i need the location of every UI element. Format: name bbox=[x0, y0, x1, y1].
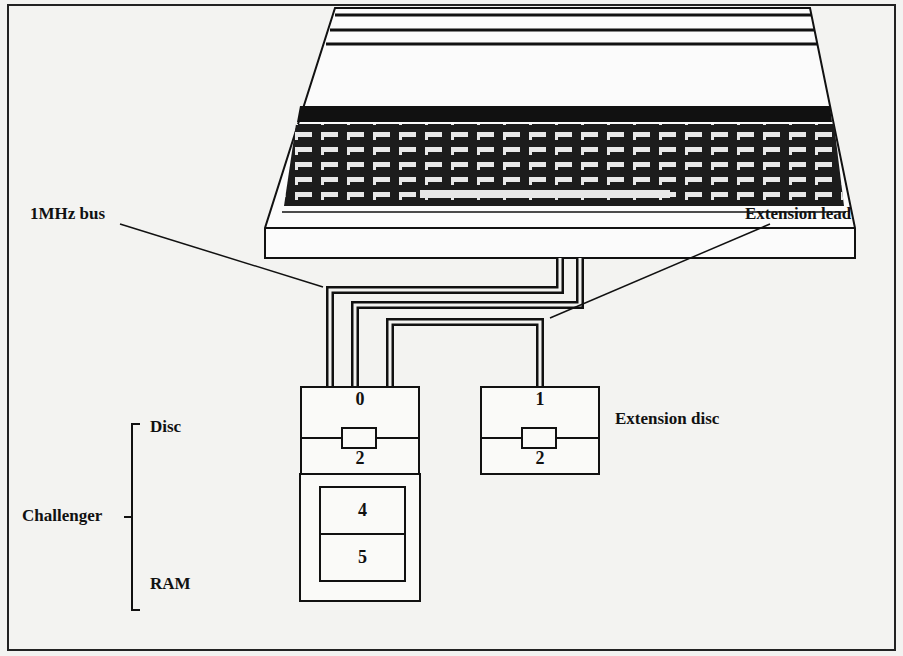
node-number: 5 bbox=[358, 548, 367, 568]
ram-divider bbox=[320, 533, 405, 535]
part-label: 1MHz bus bbox=[30, 205, 105, 224]
frame bbox=[8, 5, 895, 650]
part-label: RAM bbox=[150, 575, 191, 594]
computer-illustration bbox=[265, 8, 855, 258]
node-number: 0 bbox=[356, 390, 365, 410]
part-label: Extension disc bbox=[615, 410, 719, 429]
ram-module bbox=[320, 487, 405, 581]
disc-drive-box: 12 bbox=[480, 386, 600, 475]
node-number: 2 bbox=[536, 449, 545, 469]
bus-cable bbox=[330, 258, 580, 386]
node-number: 1 bbox=[536, 390, 545, 410]
part-label: Challenger bbox=[22, 507, 102, 526]
node-number: 4 bbox=[358, 501, 367, 521]
bracket bbox=[124, 424, 140, 610]
leader-line bbox=[550, 224, 770, 318]
ram-slot: 5 bbox=[322, 536, 403, 580]
extension-cable bbox=[390, 322, 540, 386]
part-label: Extension lead bbox=[745, 205, 851, 224]
leader-line bbox=[120, 224, 323, 287]
part-label: Disc bbox=[150, 418, 181, 437]
disc-drive-box: 02 bbox=[300, 386, 420, 475]
node-number: 2 bbox=[356, 449, 365, 469]
ram-housing bbox=[300, 474, 420, 601]
ram-slot: 4 bbox=[322, 489, 403, 533]
